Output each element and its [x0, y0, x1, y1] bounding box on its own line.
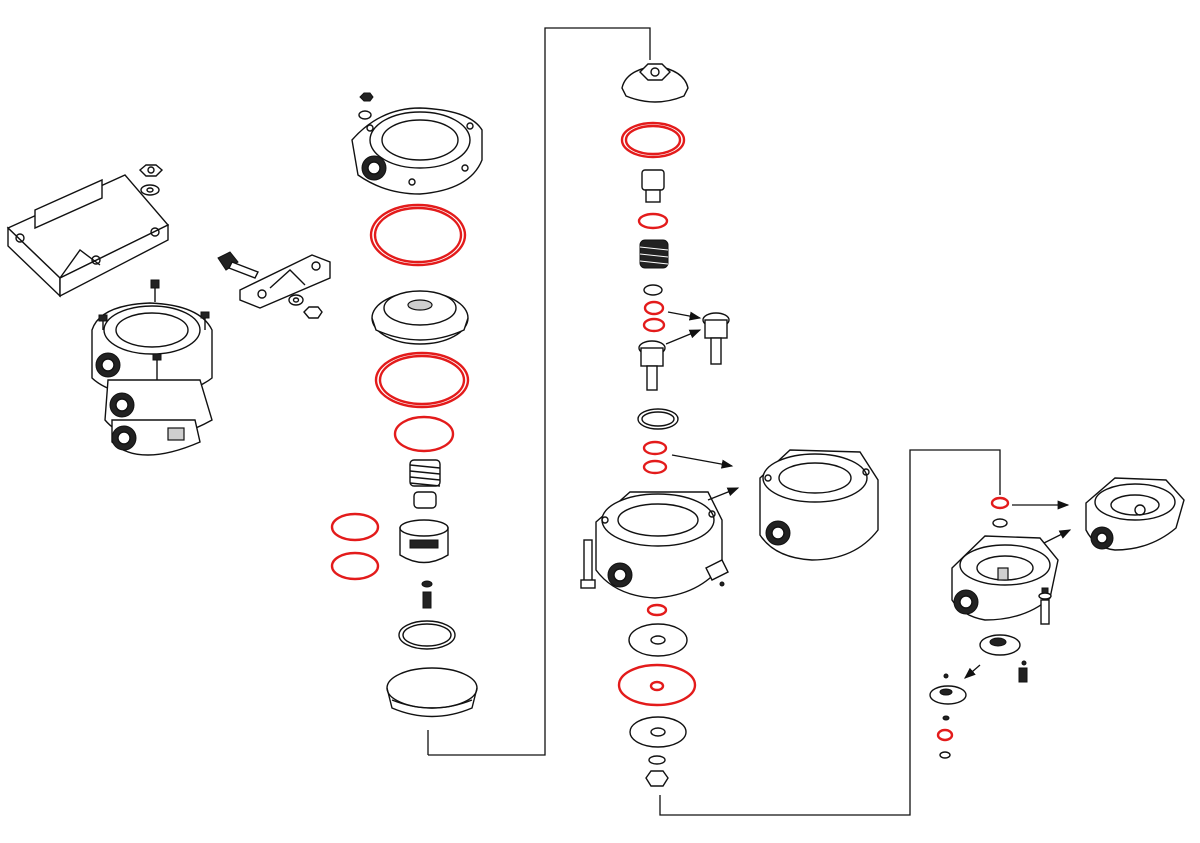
valve-insert [399, 519, 449, 564]
small-bracket [239, 254, 331, 309]
disc-1 [628, 623, 688, 657]
disc-2 [629, 716, 687, 748]
side-screw [705, 559, 729, 587]
seal-ring-small-2 [637, 212, 669, 230]
seal-ring-small-7 [646, 603, 668, 617]
washer-5 [939, 751, 951, 759]
bracket-nut [138, 164, 164, 196]
connector-line-bottom [659, 449, 1001, 816]
cup-filter [386, 667, 478, 718]
exhaust-valve-small [929, 673, 967, 705]
spring-2 [639, 239, 669, 269]
screw-and-washer-top [358, 92, 374, 120]
seal-ring-side-1 [330, 512, 380, 542]
diaphragm-seal [617, 663, 697, 707]
seal-ring-small-8 [990, 496, 1010, 510]
seal-ring-piston [374, 351, 470, 409]
seal-ring-small-3 [643, 300, 665, 316]
cap-nut [621, 63, 689, 103]
assembled-valve [91, 279, 213, 456]
seal-ring-small-4 [642, 317, 666, 333]
hex-nut [645, 770, 669, 787]
seal-ring-cover [369, 203, 467, 267]
long-bolt [580, 539, 596, 589]
washer-4 [942, 715, 950, 721]
seal-ring-small-9 [936, 728, 954, 742]
snap-ring-1 [398, 620, 456, 650]
seal-ring-small-6 [642, 459, 668, 475]
snap-ring-2 [637, 408, 679, 430]
washer-1 [643, 284, 663, 296]
cover-bolt [1038, 587, 1052, 625]
cover-housing [351, 107, 483, 195]
valve-body-alternate [759, 449, 879, 561]
seal-ring-cap [620, 121, 686, 159]
upper-cover [1085, 477, 1185, 551]
diaphragm-piston [371, 290, 469, 345]
bracket-washer-nut [288, 294, 323, 319]
connector-line-top [427, 27, 651, 756]
seal-ring-small-1 [393, 415, 455, 453]
seal-ring-side-2 [330, 551, 380, 581]
mounting-bracket [6, 174, 170, 298]
washer-2 [648, 755, 666, 765]
plunger-1 [641, 169, 665, 203]
spring-1 [409, 459, 441, 487]
spring-seat [413, 491, 437, 509]
small-pin [421, 580, 433, 609]
mounting-bolt [217, 251, 259, 279]
valve-stem-left [638, 340, 666, 391]
washer-3 [992, 518, 1008, 528]
exhaust-valve [979, 634, 1021, 656]
valve-body [595, 491, 723, 599]
valve-stem-right [702, 312, 730, 365]
lower-cover [951, 535, 1059, 621]
seal-ring-small-5 [642, 440, 668, 456]
exhaust-pin [1018, 660, 1028, 683]
